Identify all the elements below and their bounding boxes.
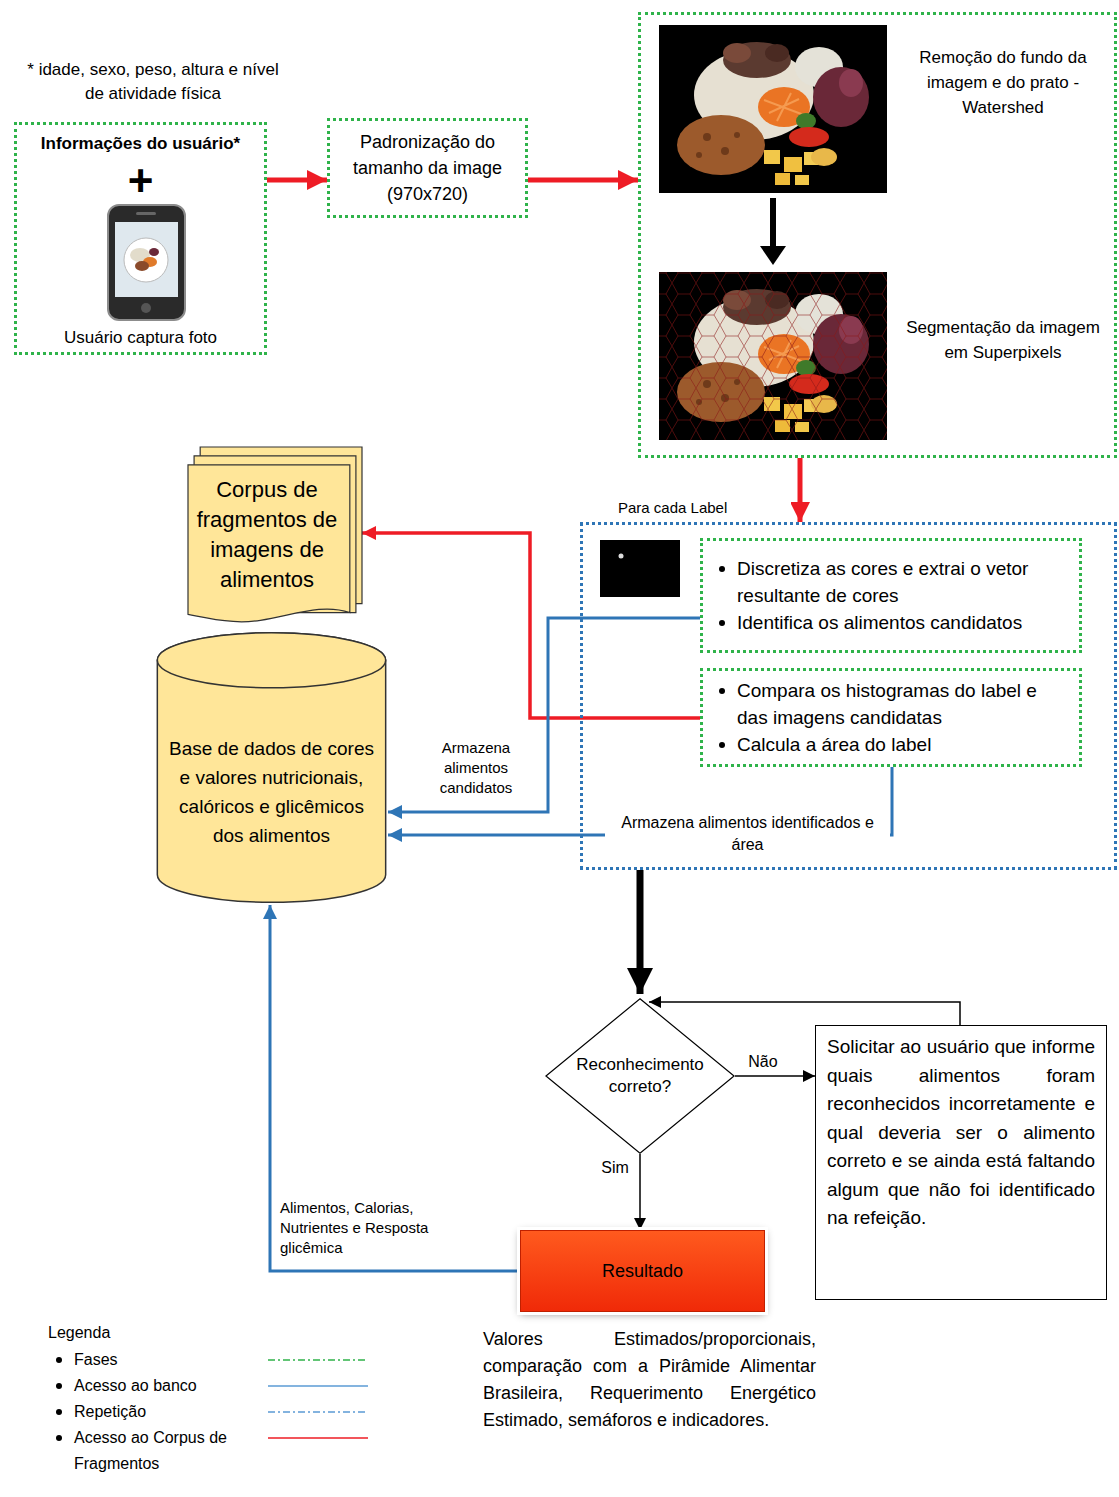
- phone-icon: [124, 238, 168, 282]
- database-cylinder: Base de dados de cores e valores nutrici…: [155, 630, 388, 905]
- box-text: +: [17, 159, 264, 203]
- user-info-note: * idade, sexo, peso, altura e nível de a…: [18, 58, 288, 106]
- result-note: Valores Estimados/proporcionais, compara…: [483, 1326, 816, 1434]
- edge-label: Armazena alimentos candidatos: [428, 738, 524, 798]
- legend-line-sample: [268, 1385, 368, 1387]
- box-text: Compara os histogramas do label e das im…: [711, 677, 1071, 731]
- box-text: Reconhecimento correto?: [573, 1054, 707, 1098]
- legend-title: Legenda: [48, 1322, 188, 1344]
- loop-heading: Para cada Label: [615, 498, 791, 518]
- stack-outline: [188, 447, 362, 625]
- legend-samples: [268, 1360, 368, 1438]
- diamond-outline: [545, 998, 735, 1154]
- connector: [362, 533, 700, 718]
- food-photo: [659, 25, 887, 193]
- phone-icon: [108, 205, 185, 320]
- box-text: Informações do usuário*: [17, 133, 264, 155]
- phone-icon: [135, 261, 149, 271]
- corpus-document: Corpus de fragmentos de imagens de alime…: [188, 447, 362, 625]
- result-box: Resultado: [520, 1230, 765, 1312]
- legend-text: Acesso ao banco: [48, 1373, 258, 1399]
- legend-line-sample: [268, 1411, 368, 1413]
- box-text: Solicitar ao usuário que informe quais a…: [827, 1033, 1095, 1233]
- legend-text: Fases: [48, 1347, 258, 1373]
- step-arrow: [760, 246, 786, 265]
- phone-icon: [108, 205, 185, 320]
- superpixel-photo: [659, 272, 887, 440]
- connector: [270, 905, 520, 1271]
- diamond-outline: [546, 999, 734, 1153]
- color-phase: Discretiza as cores e extrai o vetor res…: [700, 538, 1082, 653]
- edge-label: Armazena alimentos identificados e área: [605, 812, 890, 856]
- connector: [639, 1154, 641, 1230]
- step-arrow: [760, 198, 786, 265]
- cyl-outline: [157, 633, 385, 688]
- connector: [637, 870, 644, 994]
- phone-icon: [149, 248, 159, 256]
- resize-phase: Padronização do tamanho da image (970x72…: [327, 118, 528, 218]
- box-text: Calcula a área do label: [711, 731, 1071, 758]
- food-photo: [659, 25, 887, 193]
- label-mask-thumbnail: [600, 540, 680, 597]
- connector: [528, 178, 638, 183]
- decision-diamond: Reconhecimento correto?: [545, 998, 735, 1154]
- histogram-phase: Compara os histogramas do label e das im…: [700, 668, 1082, 767]
- box-text: Remoção do fundo da imagem e do prato - …: [895, 45, 1111, 120]
- superpixel-photo: [659, 272, 887, 440]
- connector: [267, 178, 327, 183]
- label-mask-thumbnail: [619, 554, 624, 559]
- box-text: Usuário captura foto: [17, 327, 264, 349]
- edge-label: Sim: [596, 1158, 634, 1178]
- connector: [798, 458, 803, 522]
- box-text: Padronização do tamanho da image (970x72…: [340, 129, 515, 207]
- superpixel-photo: [659, 272, 887, 440]
- box-text: Discretiza as cores e extrai o vetor res…: [711, 555, 1071, 609]
- correction-box: Solicitar ao usuário que informe quais a…: [815, 1025, 1107, 1300]
- box-text: Corpus de fragmentos de imagens de alime…: [194, 475, 340, 595]
- legend-line-sample: [268, 1359, 368, 1361]
- box-text: Identifica os alimentos candidatos: [711, 609, 1071, 636]
- phone-icon: [136, 212, 156, 215]
- legend-text: Repetição: [48, 1399, 258, 1425]
- edge-label: Alimentos, Calorias, Nutrientes e Respos…: [280, 1198, 460, 1258]
- legend-line-sample: [268, 1437, 368, 1439]
- connector: [735, 1075, 815, 1077]
- connector: [649, 1002, 960, 1025]
- step-arrow: [770, 198, 776, 248]
- box-text: Segmentação da imagem em Superpixels: [895, 315, 1111, 365]
- box-text: Base de dados de cores e valores nutrici…: [165, 734, 378, 850]
- edge-label: Não: [742, 1052, 784, 1072]
- connector: [388, 618, 700, 812]
- input-phase: Informações do usuário* + Usuário captura …: [14, 122, 267, 355]
- box-text: Resultado: [525, 1259, 760, 1283]
- phone-icon: [115, 222, 178, 297]
- cyl-outline: [157, 633, 385, 903]
- phone-icon: [141, 303, 151, 313]
- label-mask-thumbnail: [600, 540, 680, 597]
- preprocess-phase: Remoção do fundo da imagem e do prato - …: [638, 12, 1117, 458]
- stack-outline: [188, 465, 350, 622]
- legend-text: Acesso ao Corpus de Fragmentos: [48, 1425, 258, 1477]
